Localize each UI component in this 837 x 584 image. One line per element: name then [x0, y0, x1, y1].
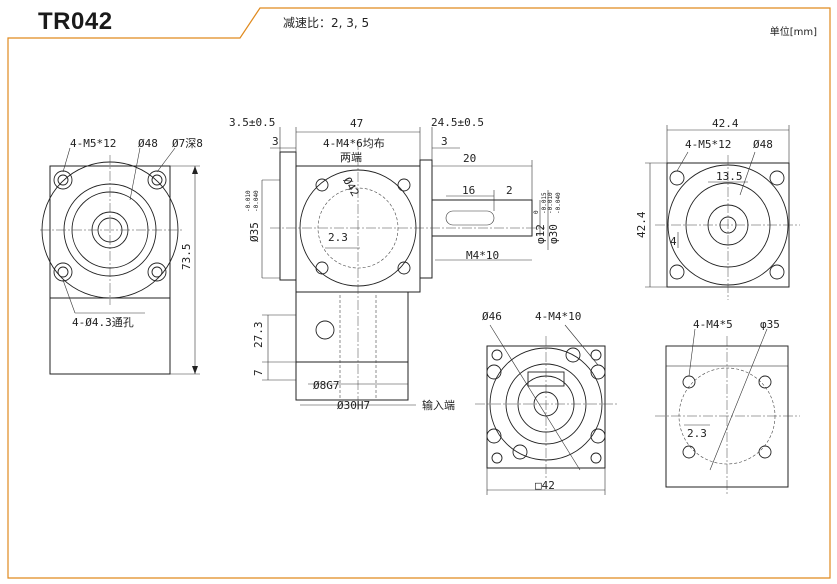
input-step: 7 [252, 369, 265, 376]
front-view [40, 147, 200, 375]
key-offset: 2 [506, 184, 513, 197]
title-frame [7, 7, 831, 579]
end-tap: M4*10 [466, 249, 499, 262]
spigot-tol-upper: -0.010 [547, 192, 554, 214]
right-flange: 3 [441, 135, 448, 148]
input-tap-callout: 4-M4*10 [535, 310, 581, 323]
key-depth: 2.3 [328, 231, 348, 244]
br-pcd: φ35 [760, 318, 780, 331]
tr-bolt-callout: 4-M5*12 [685, 138, 731, 151]
br-depth: 2.3 [687, 427, 707, 440]
side-mount-holes [315, 178, 411, 275]
unit-label: 单位[mm] [769, 27, 817, 38]
front-height: 73.5 [180, 244, 193, 271]
input-height: 27.3 [252, 322, 265, 349]
shaft-tol-upper: 0 [533, 210, 540, 214]
body-width: 47 [350, 117, 363, 130]
model-title: TR042 [38, 8, 113, 35]
tr-key-width: 13.5 [716, 170, 743, 183]
right-offset: 24.5±0.5 [431, 116, 484, 129]
tr-width: 42.4 [712, 117, 739, 130]
shaft-diameter: φ12 [534, 224, 547, 244]
bottom-right-view [655, 328, 800, 495]
front-bore-diameter: Ø48 [138, 137, 158, 150]
top-right-labels: 42.4 42.4 4-M5*12 Ø48 13.5 4 [635, 117, 773, 248]
flange-thickness: 3 [272, 135, 279, 148]
front-through-hole: 4-Ø4.3通孔 [72, 316, 134, 329]
tr-bore-diameter: Ø48 [753, 138, 773, 151]
side-view [261, 127, 549, 410]
front-bolt-callout: 4-M5*12 [70, 137, 116, 150]
tr-height: 42.4 [635, 211, 648, 238]
spigot-diameter: φ30 [547, 224, 560, 244]
left-spigot-tol-lower: -0.040 [253, 190, 260, 212]
input-bore: Ø8G7 [313, 379, 340, 392]
tr-key-height: 4 [670, 235, 677, 248]
mount-holes-note: 两端 [340, 151, 362, 164]
input-square: □42 [535, 479, 555, 492]
input-spigot: Ø30H7 [337, 399, 370, 412]
front-pilot-depth: Ø7深8 [172, 137, 203, 150]
front-view-labels: 4-M5*12 Ø48 Ø7深8 4-Ø4.3通孔 73.5 [70, 137, 203, 329]
left-spigot-tol-upper: -0.010 [245, 190, 252, 212]
left-spigot: Ø35 [248, 222, 261, 242]
key-length: 16 [462, 184, 475, 197]
shaft-tol-lower: -0.015 [541, 192, 548, 214]
input-pcd: Ø46 [482, 310, 502, 323]
ratio-label: 减速比：2, 3, 5 [283, 16, 370, 30]
shaft-length: 20 [463, 152, 476, 165]
input-view-labels: Ø46 4-M4*10 输入端 □42 [422, 310, 581, 492]
bottom-right-labels: 4-M4*5 φ35 2.3 [687, 318, 780, 440]
br-tap-callout: 4-M4*5 [693, 318, 733, 331]
input-view [475, 324, 617, 495]
spigot-tol-lower: -0.040 [555, 192, 562, 214]
mount-holes: 4-M4*6均布 [323, 137, 385, 150]
input-label: 输入端 [422, 398, 455, 412]
left-offset: 3.5±0.5 [229, 116, 275, 129]
top-right-view [645, 125, 800, 300]
